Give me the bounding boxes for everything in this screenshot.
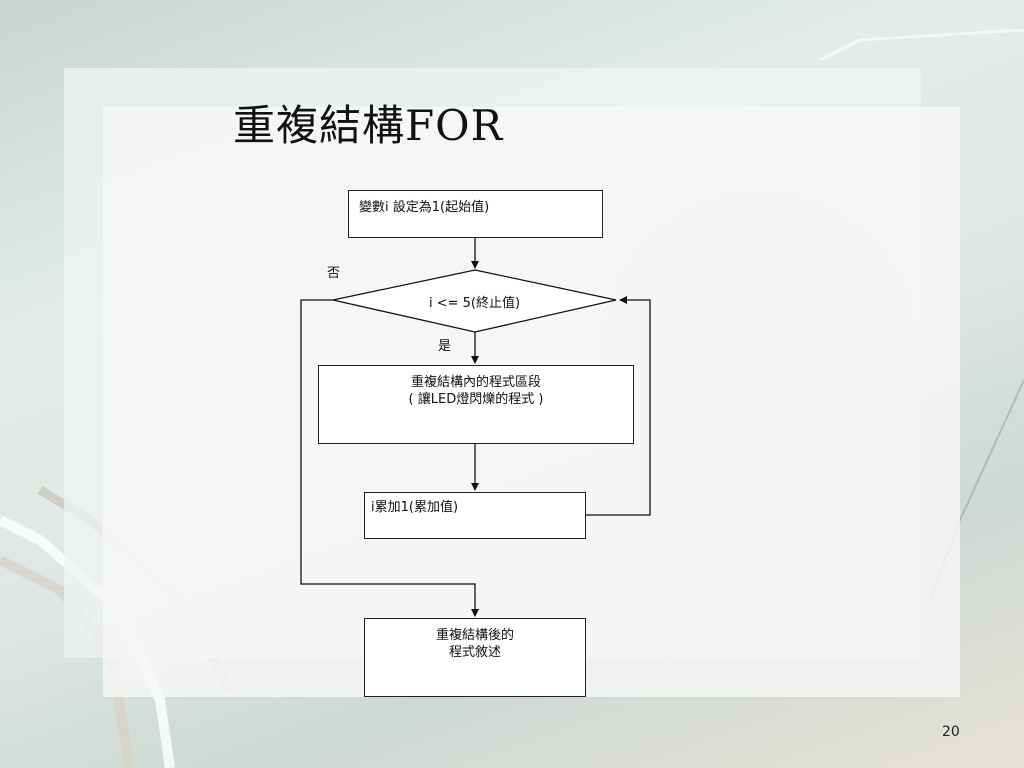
after-loop-line-2: 程式敘述: [448, 645, 501, 660]
increment-box: i累加1(累加值): [364, 492, 586, 539]
after-loop-line-1: 重複結構後的: [435, 628, 514, 643]
loop-body-line-1: 重複結構內的程式區段: [410, 375, 541, 390]
increment-box-text: i累加1(累加值): [371, 500, 459, 515]
init-box: 變數i 設定為1(起始值): [348, 190, 603, 238]
after-loop-box: 重複結構後的 程式敘述: [364, 618, 586, 697]
yes-branch-label: 是: [438, 339, 452, 354]
page-number: 20: [942, 724, 960, 740]
loop-body-line-2: ( 讓LED燈閃爍的程式 ): [408, 392, 544, 407]
init-box-text: 變數i 設定為1(起始值): [359, 200, 490, 215]
slide-title: 重複結構FOR: [233, 101, 504, 150]
no-branch-label: 否: [327, 266, 341, 281]
decision-condition: i <= 5(終止值): [428, 296, 521, 311]
loop-body-box: 重複結構內的程式區段 ( 讓LED燈閃爍的程式 ): [318, 365, 634, 444]
